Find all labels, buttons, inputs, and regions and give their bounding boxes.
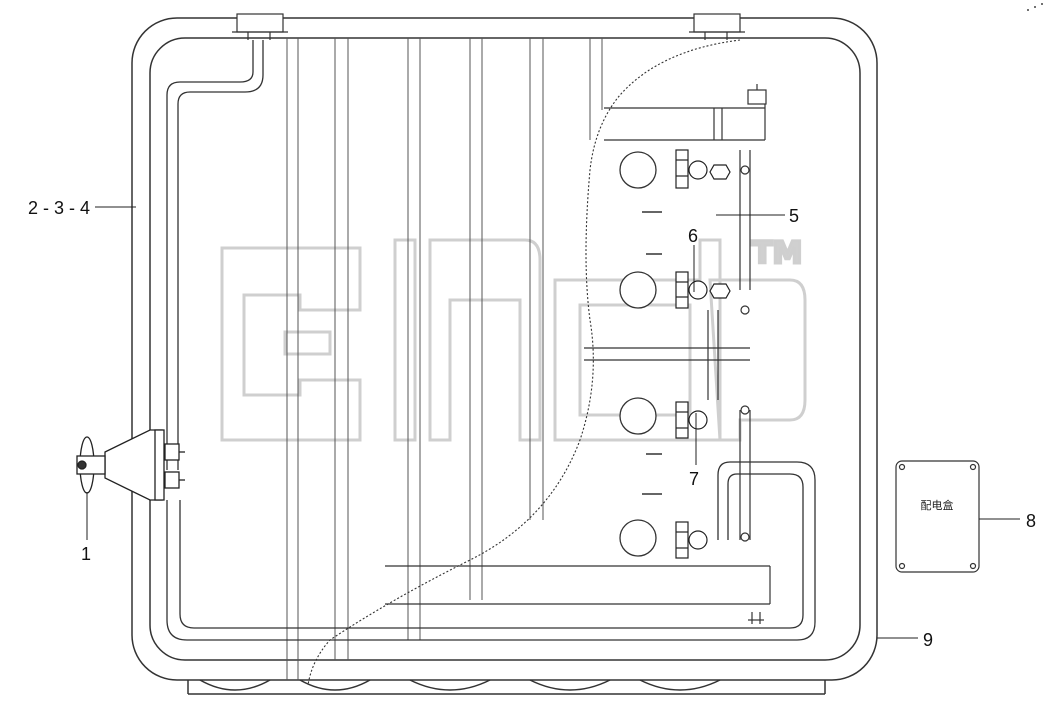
callout-8: 8 <box>1026 511 1036 531</box>
top-bracket-bolt <box>747 89 767 105</box>
callout-2-3-4: 2 - 3 - 4 <box>28 198 90 218</box>
battery-terminal-2 <box>619 271 657 309</box>
terminal-clamp-1 <box>675 149 731 189</box>
battery-box <box>131 17 878 695</box>
corner-mark <box>1027 3 1043 11</box>
stiffener-ribs <box>286 38 603 680</box>
distribution-box-outline <box>895 460 980 573</box>
distribution-box-label: 配电盒 <box>921 498 954 512</box>
battery-terminal-1 <box>619 151 657 189</box>
terminal-clamp-2 <box>675 271 731 309</box>
left-cable <box>166 40 816 641</box>
switch-body <box>104 429 163 501</box>
batteries <box>619 151 657 557</box>
callout-6: 6 <box>688 226 698 246</box>
box-inner-wall <box>149 37 861 661</box>
callout-1: 1 <box>81 544 91 564</box>
battery-terminal-4 <box>619 519 657 557</box>
terminal-clamp-4 <box>675 521 708 559</box>
callout-5: 5 <box>789 206 799 226</box>
drain-symbol <box>748 612 764 624</box>
switch-flange <box>154 429 165 501</box>
top-caps <box>232 13 745 40</box>
watermark-letter-n <box>393 238 542 442</box>
terminal-clamp-3 <box>675 401 708 439</box>
watermark-letter-p <box>708 278 807 442</box>
battery-tray <box>385 84 771 605</box>
tray-marks <box>642 211 662 495</box>
box-outer-wall <box>131 17 878 681</box>
fill-cap-left <box>236 13 284 33</box>
interconnect-straps <box>707 150 751 542</box>
main-switch <box>76 429 185 501</box>
watermark: TM <box>220 235 807 442</box>
cutaway-line <box>307 39 741 686</box>
leader-lines <box>86 206 1020 639</box>
box-bottom-scallops <box>199 679 721 691</box>
fill-cap-right <box>693 13 741 33</box>
battery-terminal-3 <box>619 397 657 435</box>
callout-9: 9 <box>923 630 933 650</box>
terminal-clamps <box>675 149 731 559</box>
watermark-e-bar <box>283 330 332 356</box>
distribution-box <box>895 460 980 573</box>
watermark-letter-e <box>220 246 362 442</box>
watermark-tm: TM <box>752 236 802 271</box>
callout-7: 7 <box>689 469 699 489</box>
